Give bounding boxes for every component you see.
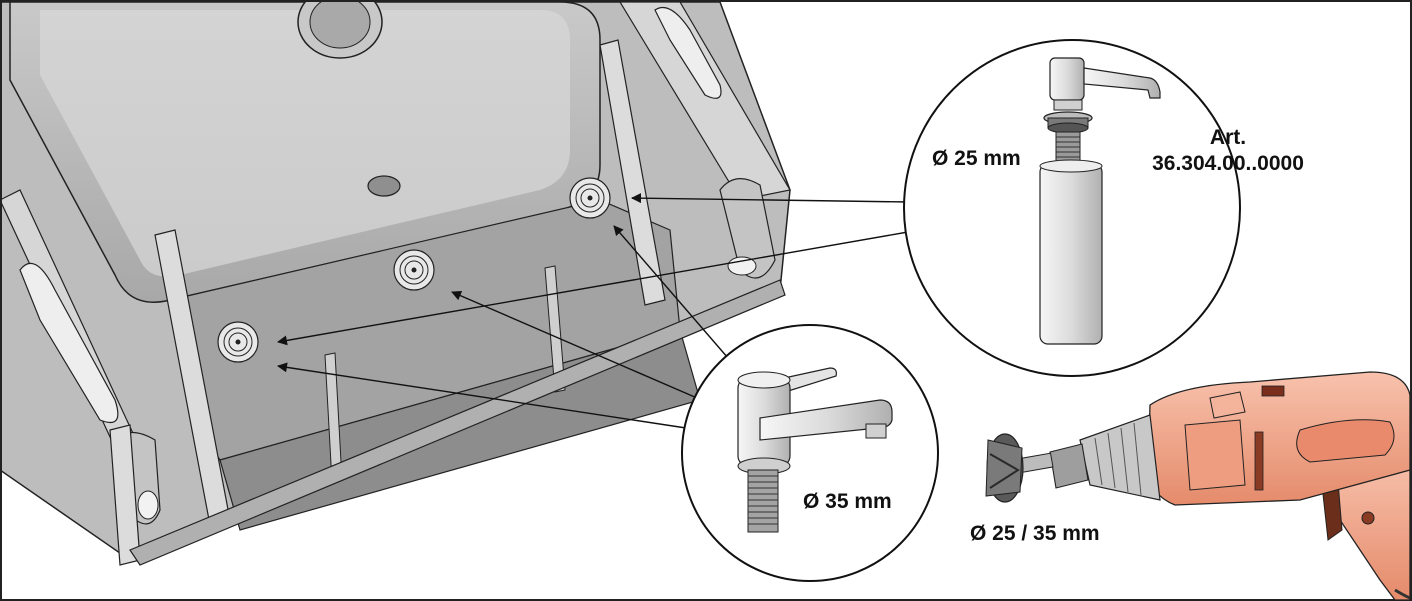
arrow-faucet-to-middle-hole	[451, 290, 698, 399]
dispenser-spout	[1083, 67, 1161, 99]
arrow-dispenser-to-left-hole	[277, 231, 909, 346]
drill-bit-diameter-label: Ø 25 / 35 mm	[970, 522, 1100, 545]
arrow-faucet-to-left-hole	[277, 362, 687, 429]
faucet-thread	[747, 469, 779, 533]
article-prefix-label: Art.	[1210, 126, 1246, 149]
sink-underside	[2, 2, 791, 566]
power-drill: Ø 25 / 35 mm	[970, 371, 1411, 601]
article-number-label: 36.304.00..0000	[1152, 152, 1304, 175]
forstner-bit	[985, 433, 1024, 503]
dispenser-pump-head	[1049, 57, 1085, 101]
soap-dispenser-callout: Ø 25 mm Art. 36.304.00..0000	[903, 39, 1304, 377]
arrow-faucet-to-right-hole	[613, 225, 729, 359]
tap-hole-left	[217, 321, 259, 363]
arrow-dispenser-to-right-hole	[631, 193, 909, 204]
faucet-callout: Ø 35 mm	[681, 324, 939, 582]
overflow-hole	[367, 175, 401, 197]
pointer-arrows	[277, 193, 909, 429]
tap-hole-right	[569, 177, 611, 219]
drill-chuck	[1079, 414, 1161, 501]
dispenser-diameter-label: Ø 25 mm	[932, 147, 1021, 170]
dispenser-bottle	[1039, 163, 1103, 345]
tap-hole-middle	[393, 249, 435, 291]
faucet-diameter-label: Ø 35 mm	[803, 490, 892, 513]
